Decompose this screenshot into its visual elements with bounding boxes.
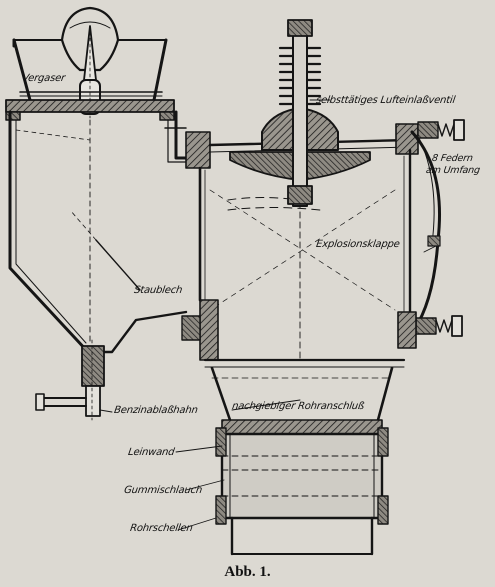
label-staublech: Staublech xyxy=(133,285,183,296)
spring-bolt-bottom xyxy=(415,317,437,335)
label-gummischlauch: Gummischlauch xyxy=(123,485,203,496)
elbow-flange xyxy=(185,131,211,169)
label-vergaser: Vergaser xyxy=(21,73,66,84)
spring-bolt-top xyxy=(417,121,439,139)
outlet-flange xyxy=(199,299,219,361)
label-leinwand: Leinwand xyxy=(127,447,176,458)
label-federn-1: 8 Federn xyxy=(431,153,474,164)
label-rohranschluss: nachgiebiger Rohranschluß xyxy=(231,401,365,412)
label-benzinablass: Benzinablaßhahn xyxy=(113,405,199,416)
figure-caption: Abb. 1. xyxy=(224,564,271,580)
outlet-pipe xyxy=(230,516,374,556)
carburetor-cone xyxy=(60,6,120,72)
label-federn-2: am Umfang xyxy=(425,165,481,176)
carburetor-vessel xyxy=(8,110,178,354)
rubber-hose xyxy=(220,432,384,520)
drain-valve xyxy=(39,397,87,407)
label-luftventil: selbsttätiges Lufteinlaßventil xyxy=(315,95,456,106)
valve-stem xyxy=(292,27,308,207)
label-explosionsklappe: Explosionsklappe xyxy=(315,239,401,250)
pipe-clamp-upper xyxy=(215,427,227,457)
pipe-clamp-lower xyxy=(215,495,227,525)
outlet-transition xyxy=(210,366,394,422)
label-rohrschellen: Rohrschellen xyxy=(129,523,194,534)
drain-body xyxy=(81,345,105,387)
canvas-wrap xyxy=(221,419,383,435)
